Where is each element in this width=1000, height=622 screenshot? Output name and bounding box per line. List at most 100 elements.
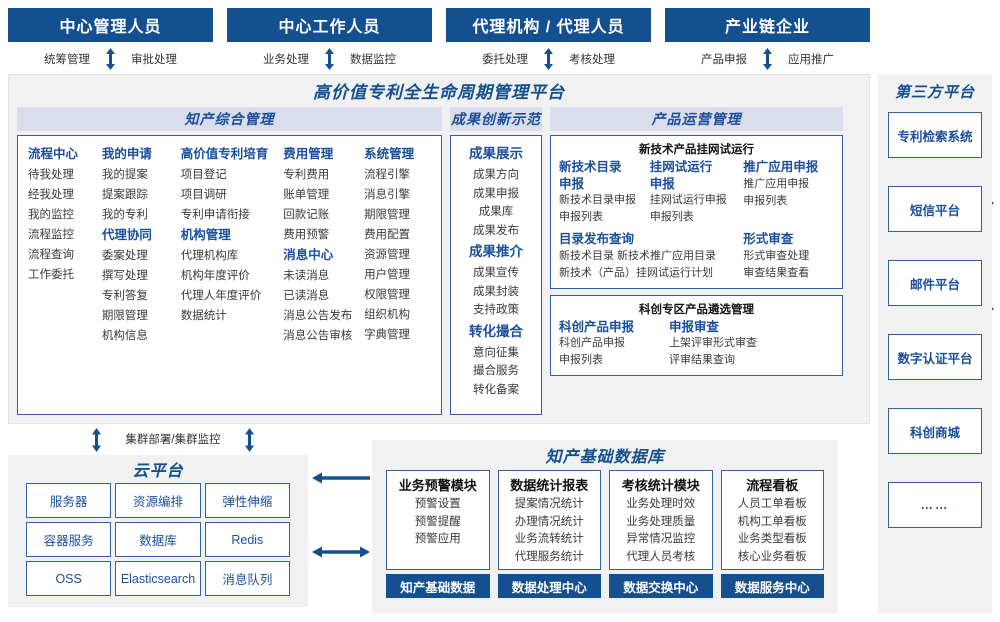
menu-item[interactable]: 字典管理 [364,329,411,341]
third-party-item-3[interactable]: 数字认证平台 [888,334,982,380]
role-box-2[interactable]: 代理机构 / 代理人员 [446,8,651,42]
menu-item[interactable]: 账单管理 [283,189,330,201]
menu-item[interactable]: 用户管理 [364,269,411,281]
cloud-cell-1[interactable]: 资源编排 [115,483,201,518]
menu-item[interactable]: 提案情况统计 [514,498,584,510]
menu-item[interactable]: 转化备案 [473,383,519,396]
menu-item[interactable]: 成果库 [478,206,514,218]
menu-item[interactable]: 申报列表 [559,354,603,366]
menu-item[interactable]: 新技术（产品）挂网试运行计划 [559,266,713,279]
menu-item[interactable]: 成果宣传 [473,267,519,279]
menu-item[interactable]: 推广应用申报 [743,177,810,190]
menu-item[interactable]: 我的提案 [101,169,148,181]
menu-item[interactable]: 消息公告审核 [283,330,353,342]
menu-item[interactable]: 成果方向 [473,169,519,181]
menu-item[interactable]: 资源管理 [364,249,411,261]
cloud-cell-3[interactable]: 容器服务 [26,522,112,557]
cloud-cell-6[interactable]: OSS [26,561,112,596]
menu-item[interactable]: 业务类型看板 [737,533,807,545]
role-box-0[interactable]: 中心管理人员 [8,8,213,42]
third-party-item-4[interactable]: 科创商城 [888,408,982,454]
menu-item[interactable]: 撰写处理 [101,270,148,282]
menu-item[interactable]: 新技术目录 新技术推广应用目录 [559,249,717,262]
menu-item[interactable]: 成果封装 [473,285,519,298]
menu-item[interactable]: 业务处理质量 [626,515,696,528]
menu-item[interactable]: 业务处理时效 [626,498,696,510]
cloud-cell-0[interactable]: 服务器 [26,483,112,518]
menu-item[interactable]: 消息引擎 [364,189,411,201]
menu-item[interactable]: 代理服务统计 [514,550,584,563]
menu-item[interactable]: 经我处理 [28,189,74,201]
menu-item[interactable]: 专利费用 [283,169,330,181]
menu-item[interactable]: 挂网试运行申报 [649,194,727,206]
menu-item[interactable]: 工作委托 [28,269,74,281]
menu-item[interactable]: 成果申报 [473,187,519,200]
menu-item[interactable]: 代理机构库 [180,250,239,262]
menu-item[interactable]: 申报列表 [559,211,603,223]
menu-item[interactable]: 组织机构 [364,309,411,321]
menu-item[interactable]: 权限管理 [364,289,411,301]
menu-item[interactable]: 撮合服务 [473,365,519,377]
menu-item[interactable]: 意向征集 [473,346,519,359]
menu-item[interactable]: 代理人员考核 [626,550,696,563]
menu-item[interactable]: 专利答复 [101,290,148,302]
menu-item[interactable]: 未读消息 [283,270,330,282]
menu-item[interactable]: 科创产品申报 [559,337,625,349]
menu-item[interactable]: 费用配置 [364,229,411,241]
cloud-cell-8[interactable]: 消息队列 [204,561,290,596]
menu-item[interactable]: 消息公告发布 [283,310,353,322]
menu-item[interactable]: 新技术目录申报 [559,194,636,206]
cloud-cell-7[interactable]: Elasticsearch [115,561,201,596]
menu-item[interactable]: 核心业务看板 [737,550,807,563]
menu-item[interactable]: 回款记账 [283,209,330,221]
menu-item[interactable]: 已读消息 [283,290,330,302]
menu-item[interactable]: 上架评审形式审查 [669,337,757,349]
menu-item[interactable]: 人员工单看板 [737,498,807,510]
kdb-footer-0[interactable]: 知产基础数据 [386,574,490,598]
third-party-item-5[interactable]: …… [888,482,982,528]
menu-item[interactable]: 成果发布 [473,224,519,237]
menu-item[interactable]: 专利申请衔接 [180,209,250,221]
menu-item[interactable]: 提案跟踪 [101,189,148,201]
cloud-cell-4[interactable]: 数据库 [115,522,201,557]
menu-item[interactable]: 预警提醒 [414,515,461,528]
menu-item[interactable]: 支持政策 [473,304,519,316]
kdb-footer-2[interactable]: 数据交换中心 [609,574,713,598]
menu-item[interactable]: 机构信息 [101,330,148,342]
menu-item[interactable]: 流程查询 [28,249,74,261]
cloud-cell-2[interactable]: 弹性伸缩 [204,483,290,518]
menu-item[interactable]: 流程监控 [28,229,74,241]
menu-item[interactable]: 评审结果查询 [669,354,735,366]
menu-item[interactable]: 预警设置 [414,498,461,510]
menu-item[interactable]: 我的专利 [101,209,148,221]
menu-item[interactable]: 期限管理 [364,209,411,221]
menu-item[interactable]: 形式审查处理 [743,249,810,262]
menu-item[interactable]: 费用预警 [283,229,330,241]
third-party-item-0[interactable]: 专利检索系统 [888,112,982,158]
menu-item[interactable]: 数据统计 [180,310,227,322]
role-box-1[interactable]: 中心工作人员 [227,8,432,42]
menu-item[interactable]: 业务流转统计 [514,533,584,545]
third-party-item-2[interactable]: 邮件平台 [888,260,982,306]
menu-item[interactable]: 流程引擎 [364,169,411,181]
menu-item[interactable]: 申报列表 [743,194,788,207]
menu-item[interactable]: 预警应用 [414,533,461,545]
menu-item[interactable]: 机构工单看板 [737,515,807,528]
menu-item[interactable]: 审查结果查看 [743,266,810,279]
menu-item[interactable]: 项目登记 [180,169,227,181]
menu-item[interactable]: 期限管理 [101,310,148,322]
cloud-cell-5[interactable]: Redis [204,522,290,557]
kdb-footer-1[interactable]: 数据处理中心 [497,574,601,598]
role-box-3[interactable]: 产业链企业 [665,8,870,42]
menu-item[interactable]: 我的监控 [28,209,74,221]
menu-item[interactable]: 项目调研 [180,189,227,201]
kdb-footer-3[interactable]: 数据服务中心 [720,574,824,598]
menu-item[interactable]: 代理人年度评价 [180,290,262,302]
menu-item[interactable]: 异常情况监控 [626,533,696,545]
menu-item[interactable]: 机构年度评价 [180,270,250,282]
menu-item[interactable]: 办理情况统计 [514,515,584,528]
menu-item[interactable]: 委案处理 [101,250,148,262]
menu-item[interactable]: 待我处理 [28,169,74,181]
third-party-item-1[interactable]: 短信平台 [888,186,982,232]
menu-item[interactable]: 申报列表 [649,211,694,223]
